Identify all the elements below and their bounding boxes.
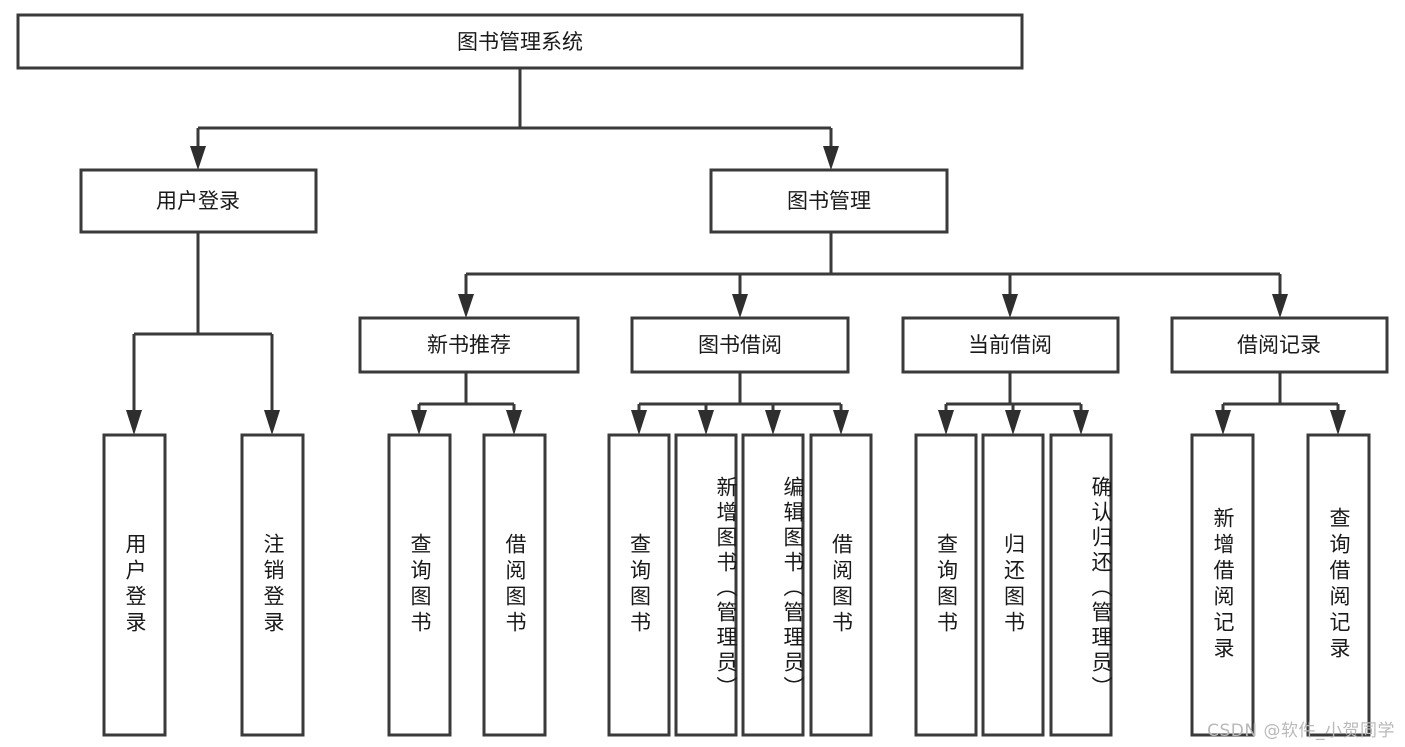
node-leaf-add-record-box — [1190, 433, 1255, 737]
node-borrow-record[interactable]: 借阅记录 — [1170, 316, 1389, 374]
node-leaf-return-book-box — [981, 433, 1045, 737]
arrow-head-leaf-edit-book — [765, 410, 781, 435]
arrow-head-book-borrow — [732, 294, 748, 318]
connector-group-user-login — [126, 232, 280, 435]
arrow-head-leaf-query-record — [1330, 410, 1346, 435]
arrow-head-borrow-record — [1272, 294, 1288, 318]
node-leaf-edit-book[interactable] — [741, 433, 805, 737]
node-leaf-borrow-book-b[interactable] — [809, 433, 873, 737]
node-leaf-query-record[interactable] — [1306, 433, 1371, 737]
node-user-login-label: 用户登录 — [156, 189, 240, 213]
arrow-head-leaf-query-book-c — [938, 410, 954, 435]
node-leaf-confirm-return[interactable] — [1049, 433, 1113, 737]
connector-group-current-borrow — [938, 372, 1089, 435]
node-leaf-confirm-return-box — [1049, 433, 1113, 737]
node-new-book-recommend[interactable]: 新书推荐 — [358, 316, 580, 374]
node-user-login[interactable]: 用户登录 — [79, 168, 318, 234]
arrow-head-leaf-user-login — [126, 410, 142, 435]
node-leaf-borrow-book-a[interactable] — [482, 433, 547, 737]
node-leaf-add-record[interactable] — [1190, 433, 1255, 737]
node-leaf-logout-box — [240, 433, 305, 737]
node-leaf-query-book-b-box — [607, 433, 671, 737]
node-leaf-add-book[interactable] — [674, 433, 738, 737]
node-book-borrow-label: 图书借阅 — [698, 333, 782, 357]
connector-group-book-manage — [458, 232, 1288, 318]
node-new-book-recommend-box — [358, 316, 580, 374]
node-leaf-query-record-box — [1306, 433, 1371, 737]
connector-group-borrow-record — [1215, 372, 1346, 435]
node-borrow-record-box — [1170, 316, 1389, 374]
node-leaf-edit-book-box — [741, 433, 805, 737]
arrow-head-leaf-logout — [264, 410, 280, 435]
node-root-system-label: 图书管理系统 — [457, 30, 583, 54]
node-book-management[interactable]: 图书管理 — [709, 168, 949, 234]
node-book-borrow[interactable]: 图书借阅 — [630, 316, 850, 374]
node-root-system[interactable]: 图书管理系统 — [16, 13, 1024, 70]
arrow-head-current-borrow — [1002, 294, 1018, 318]
node-book-borrow-box — [630, 316, 850, 374]
node-book-management-box — [709, 168, 949, 234]
arrow-head-leaf-return-book — [1005, 410, 1021, 435]
node-leaf-query-book-a[interactable] — [387, 433, 452, 737]
arrow-head-leaf-add-book — [698, 410, 714, 435]
arrow-head-leaf-query-book-a — [411, 410, 427, 435]
node-leaf-add-book-box — [674, 433, 738, 737]
arrow-head-leaf-add-record — [1215, 410, 1231, 435]
node-borrow-record-label: 借阅记录 — [1237, 333, 1321, 357]
arrow-head-book-manage — [823, 146, 839, 170]
node-leaf-query-book-c-box — [914, 433, 978, 737]
arrow-head-leaf-confirm-return — [1073, 410, 1089, 435]
arrow-head-user-login — [190, 146, 206, 170]
connector-group-book-borrow — [631, 372, 849, 435]
node-user-login-box — [79, 168, 318, 234]
node-leaf-borrow-book-a-box — [482, 433, 547, 737]
node-current-borrow-box — [901, 316, 1120, 374]
node-leaf-logout[interactable] — [240, 433, 305, 737]
node-book-management-label: 图书管理 — [787, 189, 871, 213]
node-root-system-box — [16, 13, 1024, 70]
connector-group-root — [190, 68, 839, 170]
node-current-borrow[interactable]: 当前借阅 — [901, 316, 1120, 374]
arrow-head-new-book-rec — [458, 294, 474, 318]
node-current-borrow-label: 当前借阅 — [968, 333, 1052, 357]
node-leaf-user-login[interactable] — [102, 433, 167, 737]
node-leaf-user-login-box — [102, 433, 167, 737]
arrow-head-leaf-query-book-b — [631, 410, 647, 435]
node-leaf-query-book-a-box — [387, 433, 452, 737]
node-leaf-return-book[interactable] — [981, 433, 1045, 737]
connector-group-new-book-rec — [411, 372, 522, 435]
node-leaf-query-book-b[interactable] — [607, 433, 671, 737]
arrow-head-leaf-borrow-book-b — [833, 410, 849, 435]
node-leaf-borrow-book-b-box — [809, 433, 873, 737]
node-leaf-query-book-c[interactable] — [914, 433, 978, 737]
arrow-head-leaf-borrow-book-a — [506, 410, 522, 435]
node-new-book-recommend-label: 新书推荐 — [427, 333, 511, 357]
csdn-watermark: CSDN @软件_小贺同学 — [1207, 721, 1395, 741]
